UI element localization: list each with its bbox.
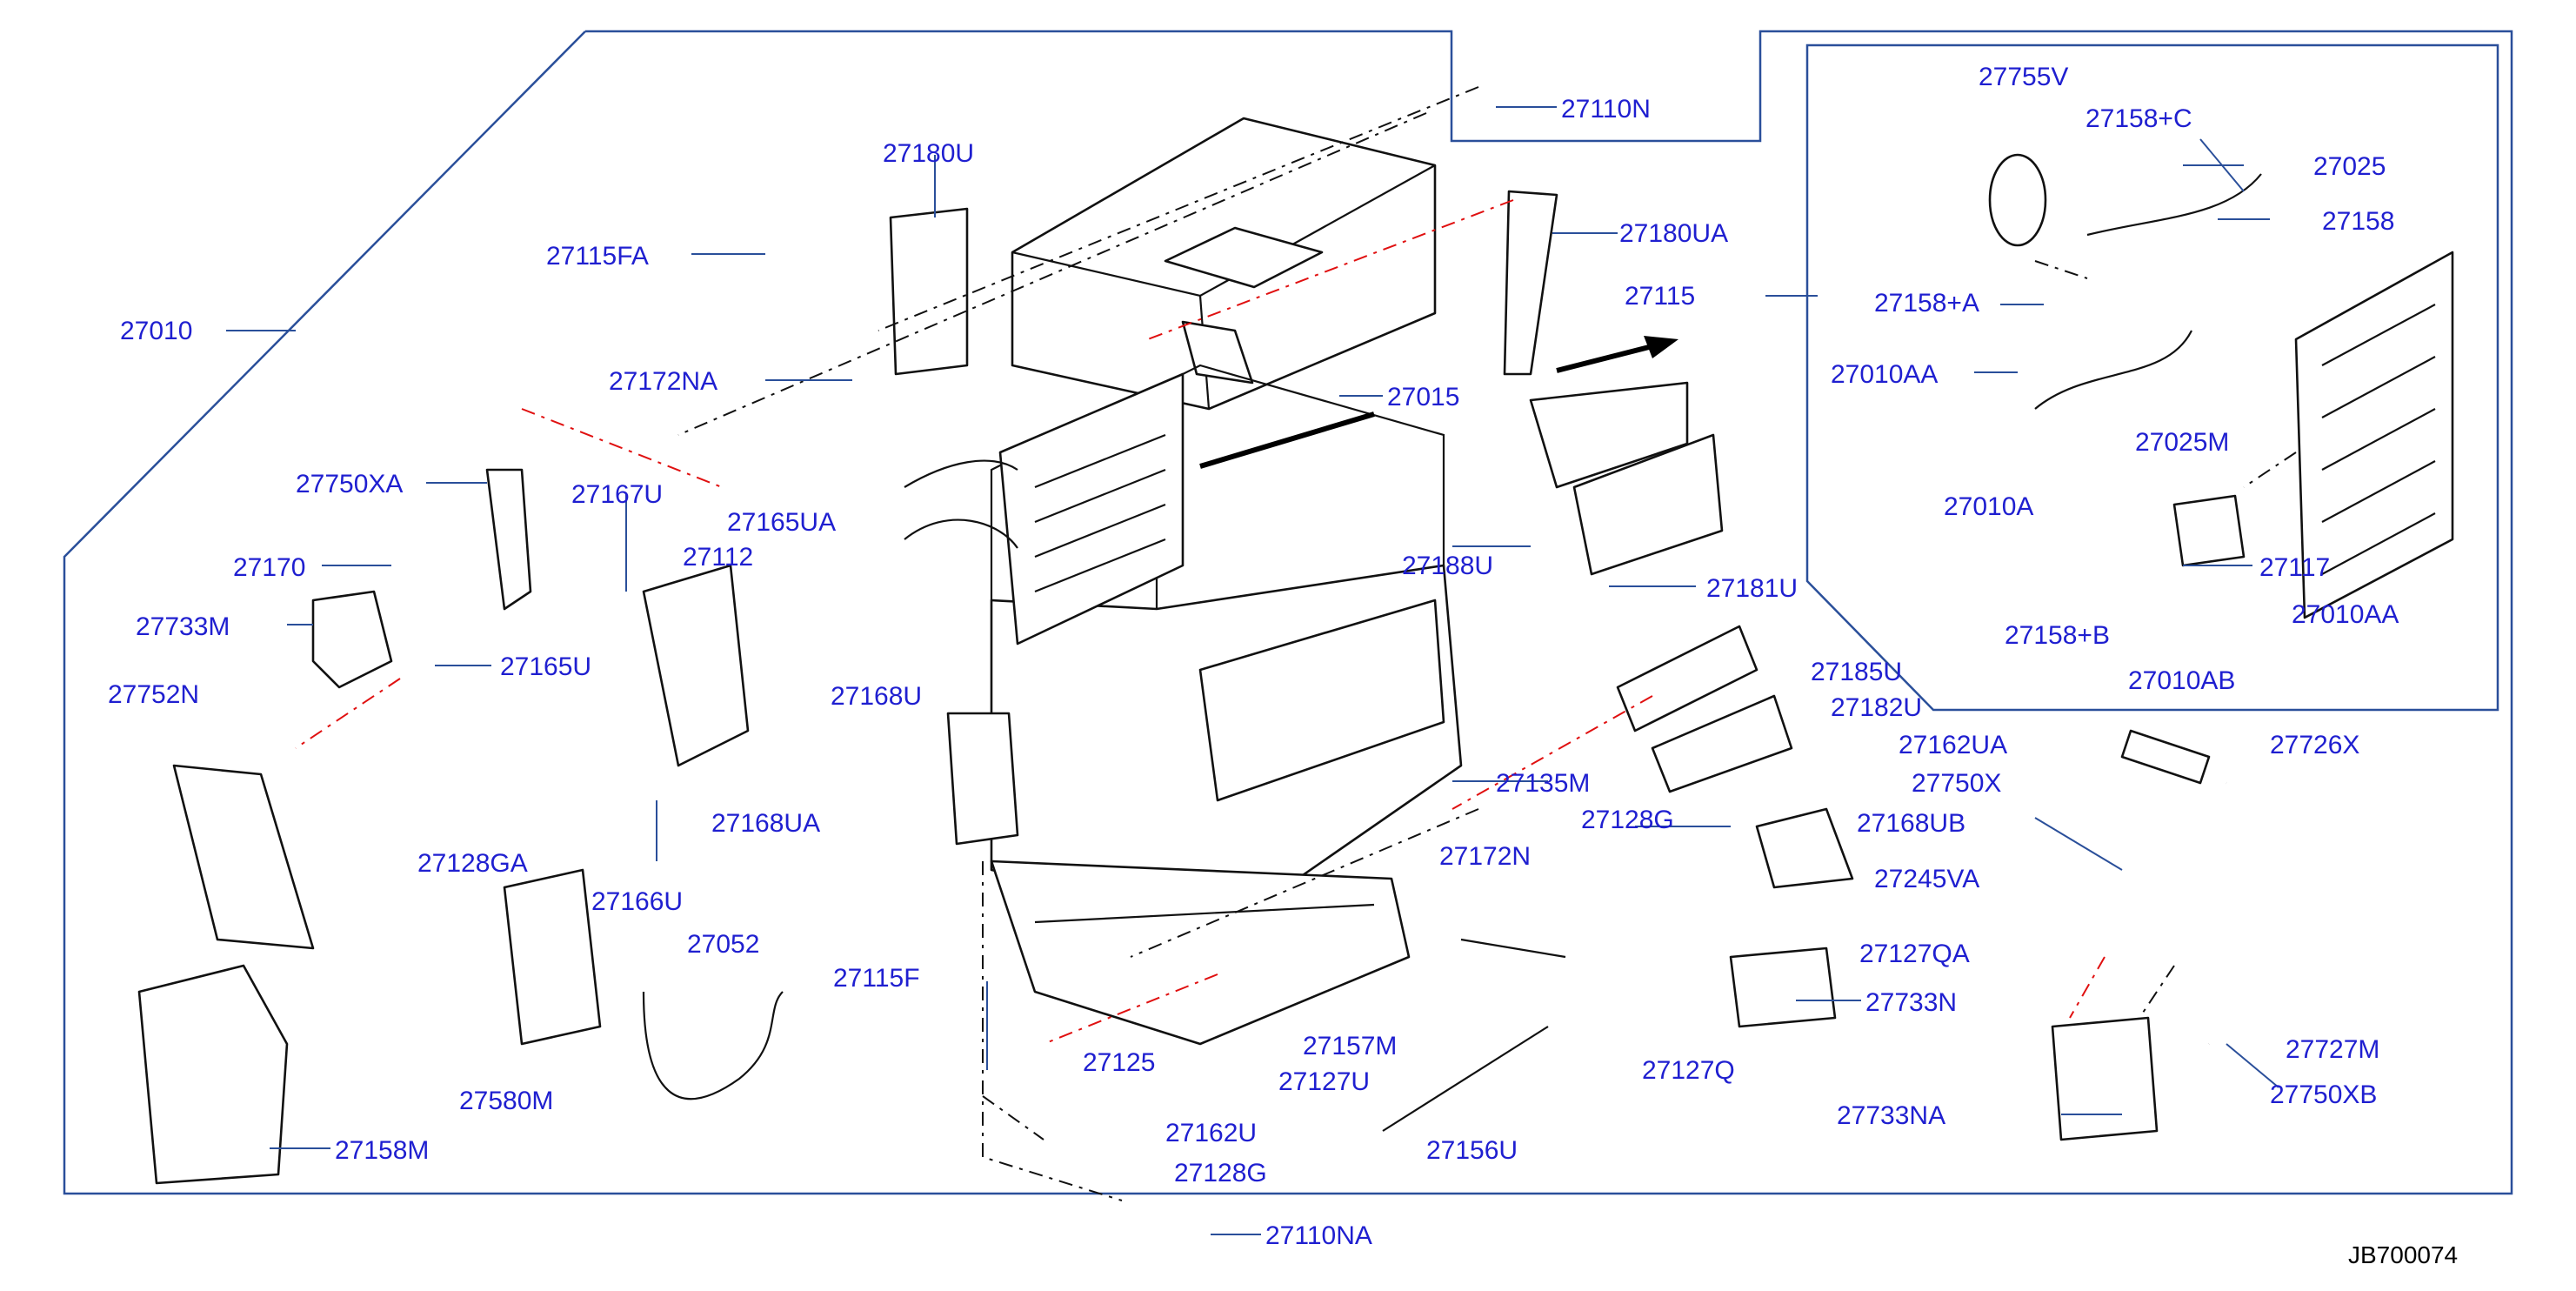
- label-27115: 27115: [1625, 282, 1695, 311]
- label-27112: 27112: [683, 543, 753, 572]
- label-27127QA: 27127QA: [1859, 940, 1970, 968]
- label-27010A: 27010A: [1944, 492, 2033, 521]
- label-27170: 27170: [233, 553, 305, 582]
- label-27158M: 27158M: [335, 1136, 429, 1165]
- label-27158: 27158: [2322, 207, 2394, 236]
- label-27015: 27015: [1387, 383, 1459, 411]
- label-27127Q: 27127Q: [1642, 1056, 1735, 1085]
- part-labels: 27010 27110N 27110NA 27180U 27180UA 2711…: [108, 63, 2399, 1250]
- label-27135M: 27135M: [1496, 769, 1590, 798]
- label-27010AA-top: 27010AA: [1831, 360, 1938, 389]
- label-27750XB: 27750XB: [2270, 1080, 2377, 1109]
- label-27180U: 27180U: [883, 139, 974, 168]
- label-27168UA: 27168UA: [711, 809, 820, 838]
- assembly-dashed-lines: [295, 86, 2297, 1201]
- label-27181U: 27181U: [1706, 574, 1798, 603]
- label-27125: 27125: [1083, 1048, 1155, 1077]
- label-27750X: 27750X: [1912, 769, 2001, 798]
- label-27755V: 27755V: [1979, 63, 2068, 91]
- label-27115F: 27115F: [833, 964, 920, 993]
- label-27010AB: 27010AB: [2128, 666, 2235, 695]
- label-27165U: 27165U: [500, 652, 591, 681]
- label-27733NA: 27733NA: [1837, 1101, 1945, 1130]
- label-27188U: 27188U: [1402, 552, 1493, 580]
- label-27115FA: 27115FA: [546, 242, 649, 271]
- flow-arrow-left: [1199, 411, 1375, 469]
- leader-lines: [226, 106, 2279, 1235]
- label-27158B: 27158+B: [2005, 621, 2110, 650]
- assembly-frame: [63, 30, 2513, 1195]
- label-27010AA-bottom: 27010AA: [2292, 600, 2399, 629]
- label-27168UB: 27168UB: [1857, 809, 1965, 838]
- label-27167U: 27167U: [571, 480, 663, 509]
- label-27172NA: 27172NA: [609, 367, 717, 396]
- label-27166U: 27166U: [591, 887, 683, 916]
- label-27128GA: 27128GA: [417, 849, 528, 878]
- label-27580M: 27580M: [459, 1087, 553, 1115]
- heater-case-housing: [904, 117, 1463, 1046]
- label-27162UA: 27162UA: [1899, 731, 2007, 759]
- label-27110N: 27110N: [1561, 95, 1651, 124]
- label-27162U: 27162U: [1165, 1119, 1257, 1147]
- label-27158A: 27158+A: [1874, 289, 1979, 318]
- label-27128G-bottom: 27128G: [1174, 1159, 1267, 1187]
- label-27733M: 27733M: [136, 612, 230, 641]
- label-27128G-top: 27128G: [1581, 806, 1674, 834]
- label-27752N: 27752N: [108, 680, 199, 709]
- label-27052: 27052: [687, 930, 759, 959]
- label-27733N: 27733N: [1865, 988, 1957, 1017]
- label-27172N: 27172N: [1439, 842, 1531, 871]
- label-27156U: 27156U: [1426, 1136, 1518, 1165]
- label-27185U: 27185U: [1811, 658, 1902, 686]
- label-27025M: 27025M: [2135, 428, 2229, 457]
- diagram-id: JB700074: [2348, 1241, 2458, 1268]
- label-27010: 27010: [120, 317, 192, 345]
- label-27182U: 27182U: [1831, 693, 1922, 722]
- label-27110NA: 27110NA: [1265, 1221, 1372, 1250]
- label-27117: 27117: [2259, 553, 2330, 582]
- label-27180UA: 27180UA: [1619, 219, 1728, 248]
- label-27158C: 27158+C: [2085, 104, 2192, 133]
- flow-arrow-right: [1556, 336, 1678, 373]
- label-27726X: 27726X: [2270, 731, 2359, 759]
- label-27157M: 27157M: [1303, 1032, 1397, 1060]
- label-27750XA: 27750XA: [296, 470, 403, 498]
- parts-sketches: [137, 153, 2454, 1185]
- label-27245VA: 27245VA: [1874, 865, 1979, 893]
- label-27025: 27025: [2313, 152, 2386, 181]
- label-27165UA: 27165UA: [727, 508, 836, 537]
- label-27127U: 27127U: [1278, 1067, 1370, 1096]
- label-27727M: 27727M: [2286, 1035, 2379, 1064]
- label-27168U: 27168U: [831, 682, 922, 711]
